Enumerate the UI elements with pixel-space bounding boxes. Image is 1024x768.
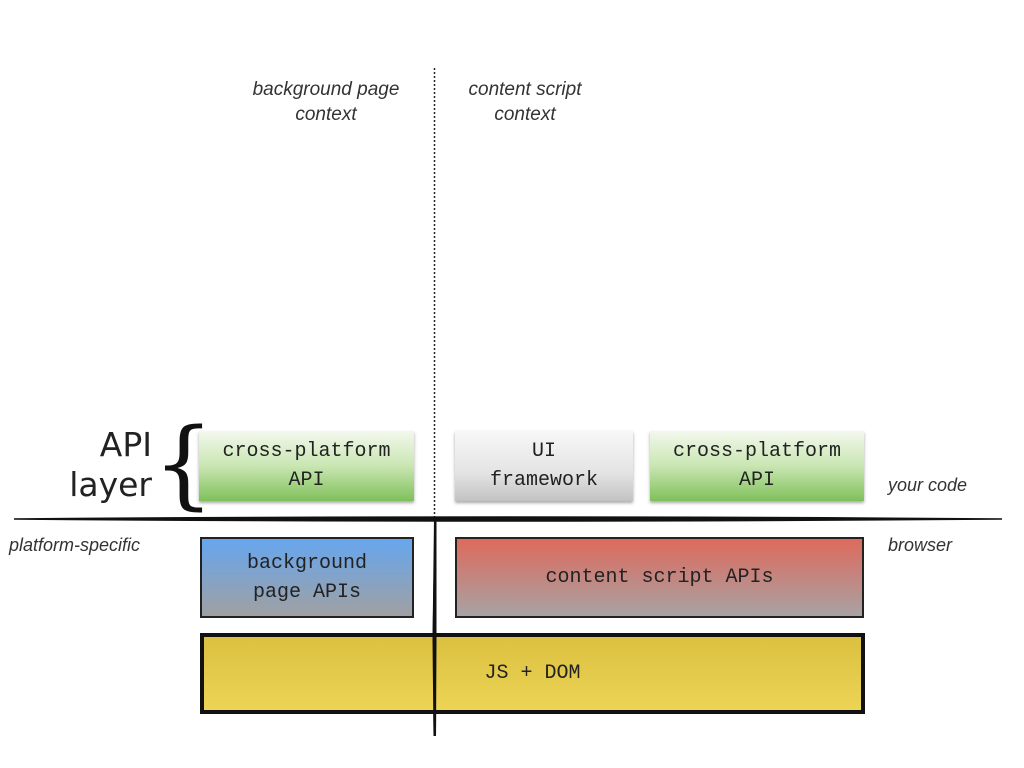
api-layer-label: API layer <box>69 425 152 504</box>
background-page-context-label: background page context <box>252 79 400 125</box>
platform-specific-label: platform-specific <box>9 535 141 555</box>
ui-framework-box: UI framework <box>455 431 633 501</box>
your-code-label: your code <box>888 475 968 495</box>
cross-platform-api-content-box: cross-platform API <box>650 431 864 501</box>
platform-divider-horizontal <box>13 516 1003 522</box>
browser-label: browser <box>888 535 953 555</box>
cross-platform-api-background-box: cross-platform API <box>199 431 414 501</box>
background-page-apis-box: background page APIs <box>200 537 414 618</box>
content-script-context-label: content script context <box>468 79 582 125</box>
content-script-apis-box: content script APIs <box>455 537 864 618</box>
js-dom-box: JS + DOM <box>200 633 865 714</box>
